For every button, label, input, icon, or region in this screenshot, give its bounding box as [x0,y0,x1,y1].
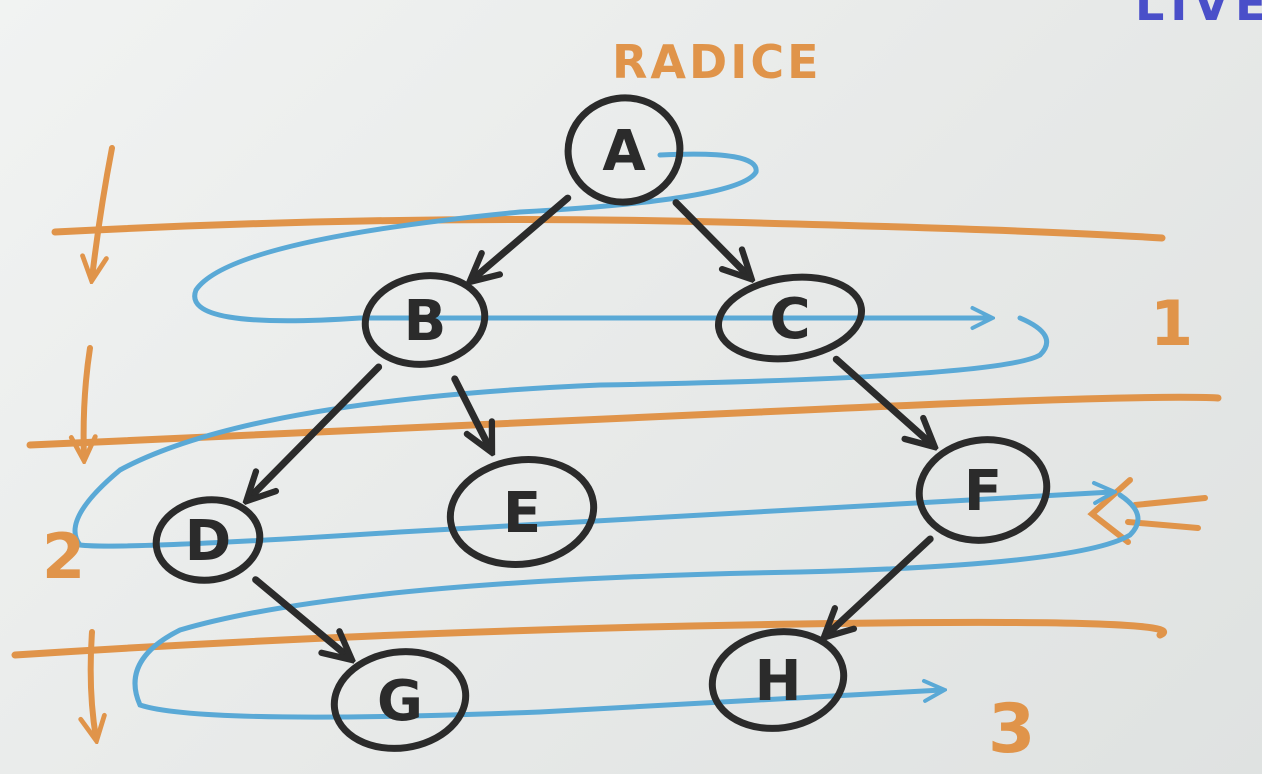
node-label: A [602,119,646,184]
node-circle [564,94,684,206]
node-label: B [404,289,447,354]
tree-nodes: A B C D E F G H [152,94,1051,752]
node-b: B [361,272,489,368]
node-e: E [446,456,598,568]
node-circle [446,456,598,568]
root-label: RADICE [612,35,822,89]
node-f: F [915,436,1051,544]
left-arrow-marker [1087,477,1208,545]
down-arrow-1 [92,145,115,278]
node-c: C [714,273,866,363]
node-a: A [564,94,684,206]
edge-d-g [252,576,350,658]
edge-f-h [826,535,934,635]
node-label: D [185,509,231,574]
node-circle [361,272,489,368]
node-label: E [503,481,541,546]
corner-text: LIVELLI [1135,0,1262,31]
node-circle [330,648,470,752]
node-label: F [964,459,1002,524]
level-number-3: 3 [988,690,1035,769]
level-number-1: 1 [1150,287,1193,360]
node-circle [708,628,848,732]
separator-line-3 [11,618,1168,659]
tree-edges [249,194,934,658]
separator-line-2 [26,393,1222,449]
edge-b-d [249,363,383,499]
node-label: C [769,287,810,352]
node-d: D [152,496,264,584]
level-arrows [84,145,115,738]
edge-c-f [832,355,932,445]
node-g: G [330,648,470,752]
node-label: H [755,649,802,714]
down-arrow-2 [84,345,90,458]
node-label: G [377,669,423,734]
edge-a-b [472,194,572,280]
edge-b-e [451,375,491,450]
node-circle [152,496,264,584]
node-circle [915,436,1051,544]
bfs-path [72,151,1141,720]
edge-a-c [672,199,749,277]
separator-line-1 [51,216,1166,242]
down-arrow-3 [91,629,96,738]
level-number-2: 2 [42,520,85,593]
node-circle [714,273,866,363]
node-h: H [708,628,848,732]
